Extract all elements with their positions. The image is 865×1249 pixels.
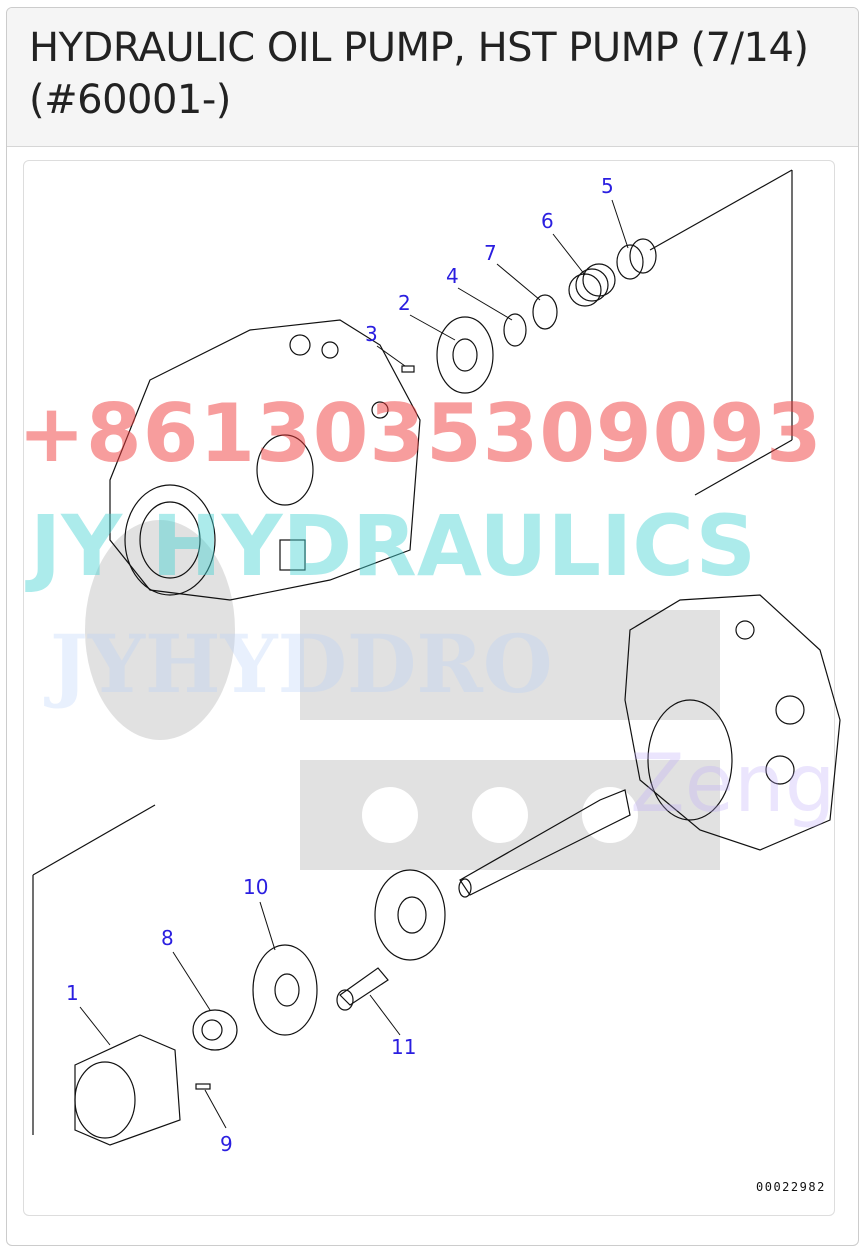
callout-1: 1 [66, 981, 79, 1005]
diagram-frame [23, 160, 835, 1216]
faint-brand-watermark-left: JYHYDDRO [50, 617, 553, 711]
shaft-axis-line [649, 169, 793, 251]
brand-watermark: JY HYDRAULICS [30, 497, 756, 595]
callout-4: 4 [446, 264, 459, 288]
upper-pump-housing [109, 319, 421, 601]
drawing-code: 00022982 [756, 1180, 826, 1194]
faint-brand-watermark-right: Zeng [630, 737, 836, 830]
callout-8: 8 [161, 926, 174, 950]
part-9-pin [195, 1083, 211, 1090]
callout-6: 6 [541, 209, 554, 233]
part-5-bushing [616, 238, 657, 280]
callout-2: 2 [398, 291, 411, 315]
page-title: HYDRAULIC OIL PUMP, HST PUMP (7/14) (#60… [29, 25, 809, 123]
part-1-cylinder-block [74, 1034, 181, 1146]
phone-watermark: +8613035309093 [18, 387, 823, 480]
part-7-washer [532, 294, 558, 330]
part-10-retainer-plate [252, 944, 318, 1036]
callout-9: 9 [220, 1132, 233, 1156]
part-2-valve-plate [436, 316, 494, 394]
swash-plate [374, 869, 446, 961]
part-6-spring [568, 263, 616, 307]
part-3-pin [401, 365, 415, 373]
callout-3: 3 [365, 322, 378, 346]
callout-7: 7 [484, 241, 497, 265]
callout-11: 11 [391, 1035, 417, 1059]
part-11-guide [336, 967, 389, 1011]
part-8-ball-guide [192, 1009, 238, 1051]
leader-lines [79, 199, 629, 1129]
shaft [458, 789, 631, 898]
callout-10: 10 [243, 875, 269, 899]
part-4-snap-ring [503, 313, 527, 347]
card-header: HYDRAULIC OIL PUMP, HST PUMP (7/14) (#60… [7, 8, 858, 147]
callout-5: 5 [601, 174, 614, 198]
lower-pump-housing [624, 594, 841, 851]
